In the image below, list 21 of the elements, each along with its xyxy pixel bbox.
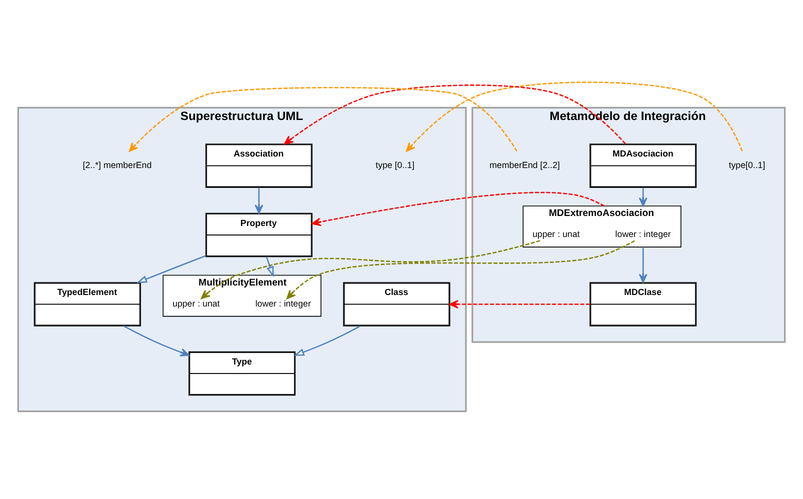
arrow [136,254,206,283]
node-text: memberEnd [2..2] [490,159,560,170]
arrow [638,187,648,206]
node-text: type [0..1] [376,159,414,170]
arrow [286,240,635,299]
node-text: lower : integer [615,228,671,239]
node-text: type[0..1] [728,159,766,170]
node-text: lower : integer [255,298,311,308]
arrow [254,187,264,214]
node-text: [2..*] memberEnd [82,159,152,170]
node-text: upper : unat [532,228,580,239]
arrow [284,84,626,144]
arrow [266,256,274,277]
arrow [638,246,648,282]
arrow [128,86,518,152]
arrow [294,325,361,356]
arrow [449,299,590,308]
node-text: upper : unat [172,298,220,308]
arrow [200,240,540,299]
arrow [124,325,190,356]
arrow [406,81,743,152]
